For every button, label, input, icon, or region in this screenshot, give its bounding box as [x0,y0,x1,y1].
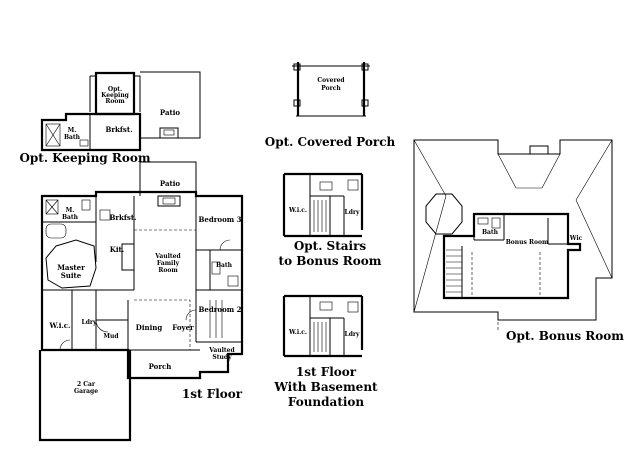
caption-basement-line1: 1st Floor [296,365,357,379]
opt-keeping-label-2: Keeping [101,92,130,99]
keeping-brkfst-label: Brkfst. [105,125,132,134]
covered-porch-plan: Covered Porch [292,62,370,117]
patio-label: Patio [160,179,181,188]
bath-label: Bath [216,262,233,269]
dining-label: Dining [136,323,163,332]
kitchen-label: Kit. [110,245,124,254]
basement-wic-label: W.i.c. [288,329,307,336]
foyer-label: Foyer [172,323,194,332]
study-label-2: Study [212,354,232,361]
caption-basement-line3: Foundation [288,395,365,409]
covered-porch-label-2: Porch [321,85,341,92]
porch-label: Porch [149,362,172,371]
laundry-label: Ldry [81,319,97,326]
keeping-room-plan: Opt. Keeping Room Patio Brkfst. M. Bath [40,71,201,152]
bonus-bath-label: Bath [482,229,499,236]
caption-basement-line2: With Basement [273,380,378,394]
opt-keeping-label-3: Room [105,98,125,105]
caption-opt-bonus-room: Opt. Bonus Room [506,329,624,343]
stairs-wic-label: W.i.c. [288,207,307,214]
caption-opt-keeping-room: Opt. Keeping Room [19,151,150,165]
stairs-plan: W.i.c. Ldry [282,172,364,238]
family-room-label-2: Family [157,260,180,267]
family-room-label-3: Room [158,267,178,274]
bonus-room-plan: Bath Bonus Room Wic [413,139,613,330]
caption-first-floor: 1st Floor [182,387,243,401]
caption-opt-stairs-line1: Opt. Stairs [294,239,367,253]
master-suite-label-2: Suite [61,271,82,280]
master-suite-label-1: Master [57,263,85,272]
mudroom-label: Mud [103,333,119,340]
study-label-1: Vaulted [208,347,235,354]
master-bath-label-1: M. [66,207,75,214]
master-bath-label-2: Bath [62,214,79,221]
opt-keeping-label-1: Opt. [108,86,122,93]
stairs-ldry-label: Ldry [344,209,360,216]
family-room-label-1: Vaulted [154,253,181,260]
caption-opt-covered-porch: Opt. Covered Porch [265,135,396,149]
keeping-patio-label: Patio [160,108,181,117]
bedroom-2-label: Bedroom 2 [198,305,241,314]
basement-ldry-label: Ldry [344,331,360,338]
breakfast-label: Brkfst. [109,213,136,222]
bonus-room-label: Bonus Room [506,239,549,246]
first-floor-plan: Patio M. Bath Brkfst. Bedroom 3 Kit. Vau… [38,161,244,442]
bonus-wic-label: Wic [569,235,583,242]
keeping-bath-label-1: M. [68,127,77,134]
garage-label-2: Garage [74,388,98,395]
basement-foundation-plan: W.i.c. Ldry [282,294,364,358]
caption-opt-stairs-line2: to Bonus Room [279,254,382,268]
covered-porch-label-1: Covered [317,77,345,84]
garage-label-1: 2 Car [77,381,96,388]
bedroom-3-label: Bedroom 3 [198,215,241,224]
keeping-bath-label-2: Bath [64,134,81,141]
walk-in-closet-label: W.i.c. [48,321,70,330]
